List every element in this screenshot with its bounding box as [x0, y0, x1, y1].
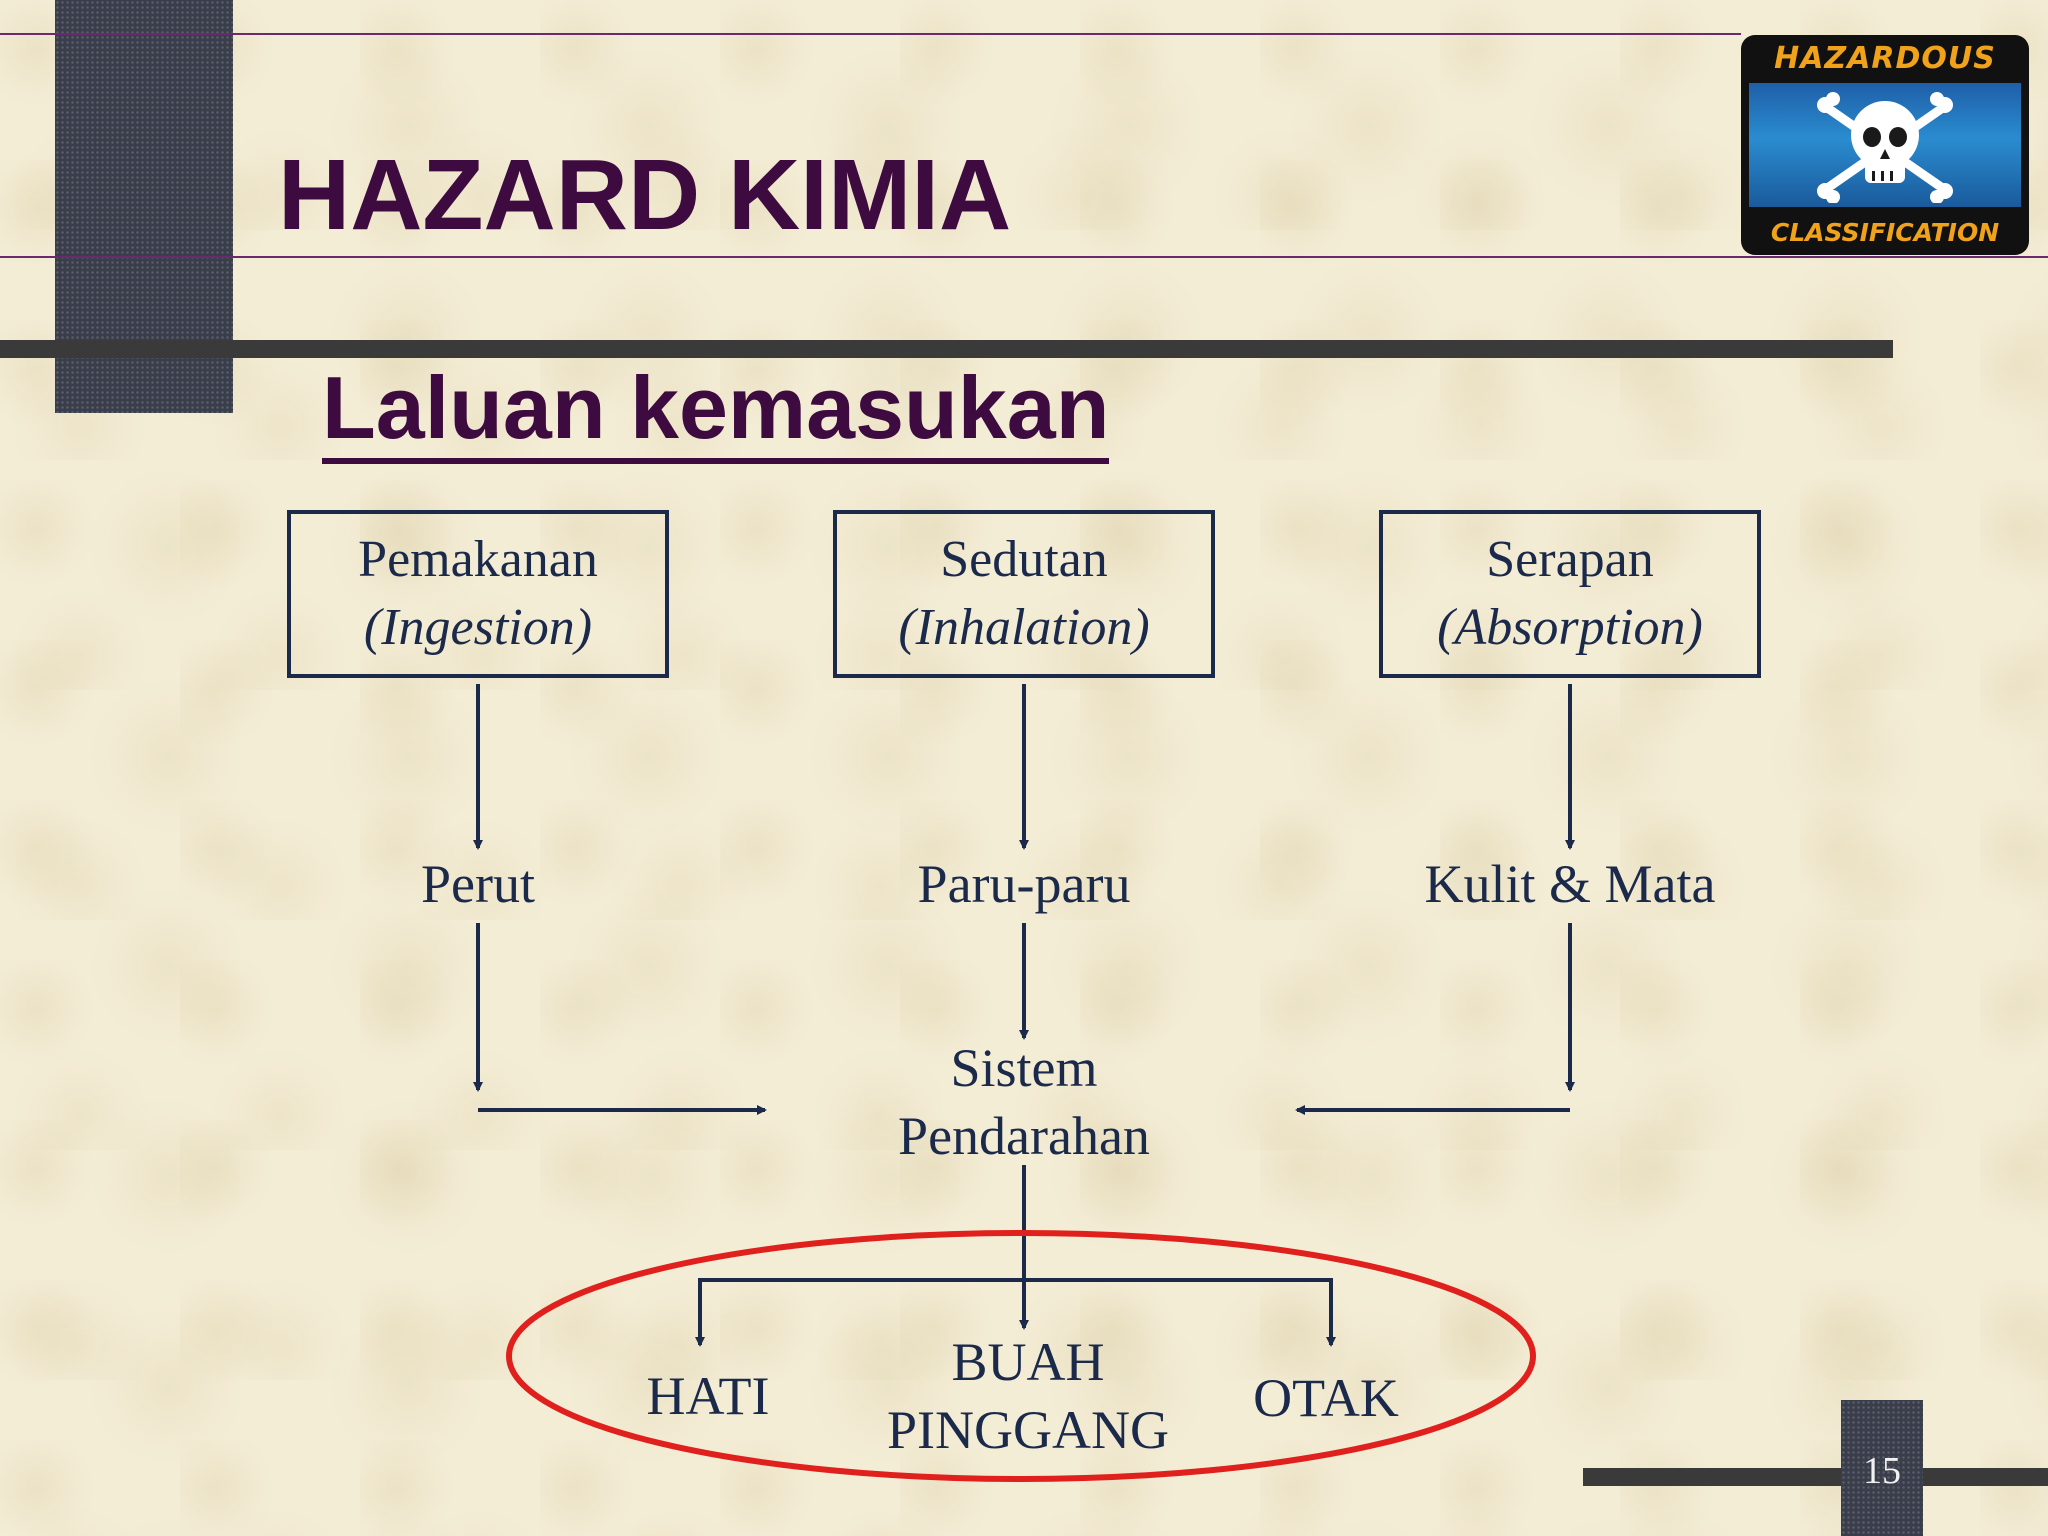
slide-subtitle: Laluan kemasukan [322, 358, 1110, 464]
skull-crossbones-icon [1817, 92, 1953, 203]
route-name: Pemakanan [358, 531, 598, 588]
target-buah-pinggang: BUAH PINGGANG [828, 1328, 1228, 1464]
system-label: Sistem Pendarahan [824, 1034, 1224, 1170]
system-label-line2: Pendarahan [898, 1106, 1150, 1166]
footer-rule [1583, 1468, 2048, 1486]
target-buah-pinggang-line1: BUAH [951, 1332, 1105, 1392]
target-hati: HATI [646, 1366, 770, 1426]
target-otak: OTAK [1253, 1368, 1399, 1428]
logo-top-text: HAZARDOUS [1774, 41, 1996, 76]
system-label-line1: Sistem [950, 1038, 1098, 1098]
route-english-name: (Inhalation) [898, 599, 1150, 656]
logo-bottom-text: CLASSIFICATION [1770, 218, 2000, 247]
title-divider-line [0, 256, 2048, 258]
target-organs-ellipse [506, 1230, 1536, 1482]
route-box-ingestion: Pemakanan (Ingestion) [287, 510, 669, 678]
top-divider-line [0, 33, 1741, 35]
target-buah-pinggang-line2: PINGGANG [887, 1400, 1169, 1460]
route-english-name: (Ingestion) [363, 599, 593, 656]
slide-title: HAZARD KIMIA [278, 139, 1012, 251]
hazardous-classification-logo: HAZARDOUS CLASSIFICATION [1741, 35, 2029, 255]
route-name: Serapan [1486, 531, 1654, 588]
header-rule [0, 340, 1893, 358]
route-box-inhalation: Sedutan (Inhalation) [833, 510, 1215, 678]
route-english-name: (Absorption) [1437, 599, 1703, 656]
organ-label-paru-paru: Paru-paru [917, 854, 1131, 914]
page-number: 15 [1863, 1450, 1901, 1492]
organ-label-perut: Perut [421, 854, 535, 914]
route-box-absorption: Serapan (Absorption) [1379, 510, 1761, 678]
route-name: Sedutan [940, 531, 1108, 588]
target-branch-line [698, 1278, 1333, 1343]
page-number-box [1841, 1400, 1923, 1536]
organ-label-kulit-mata: Kulit & Mata [1424, 854, 1716, 914]
